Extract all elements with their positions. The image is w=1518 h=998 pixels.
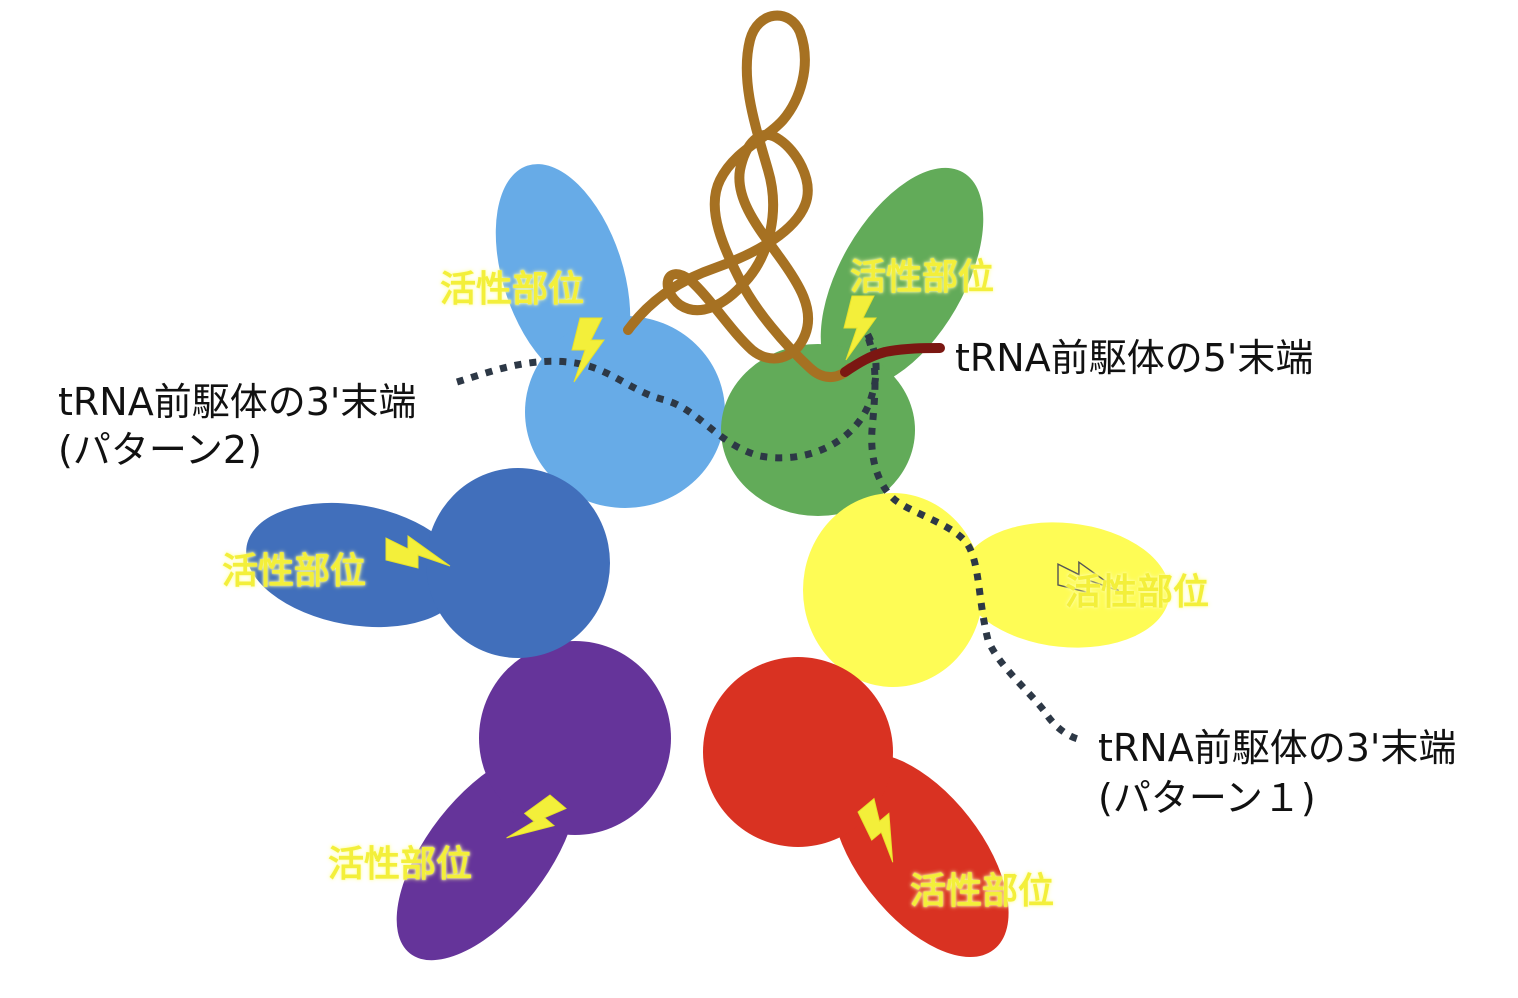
three-prime-path-pattern-1 <box>858 323 1083 744</box>
subunit-purple <box>396 641 671 961</box>
substrate-strand <box>623 10 855 382</box>
active-site-label-purple: 活性部位 <box>328 844 473 885</box>
label-five-prime-end: tRNA前駆体の5'末端 <box>955 336 1314 380</box>
label-three-prime-pattern-1-line-2: (パターン１) <box>1098 776 1316 820</box>
active-site-label-yellow: 活性部位 <box>1065 572 1210 613</box>
three-prime-path-pattern-2 <box>455 322 880 462</box>
label-three-prime-pattern-2-line-1: tRNA前駆体の3'末端 <box>58 380 417 424</box>
label-three-prime-pattern-2-line-2: (パターン2) <box>58 428 262 472</box>
label-three-prime-pattern-1-line-1: tRNA前駆体の3'末端 <box>1098 726 1457 770</box>
active-site-label-light-blue: 活性部位 <box>440 269 585 310</box>
active-site-label-red: 活性部位 <box>910 871 1055 912</box>
subunit-yellow <box>803 493 1170 687</box>
subunit-dark-blue <box>246 468 610 658</box>
five-prime-tail <box>840 343 945 377</box>
active-site-label-green: 活性部位 <box>850 257 995 298</box>
active-site-label-dark-blue: 活性部位 <box>222 551 367 592</box>
